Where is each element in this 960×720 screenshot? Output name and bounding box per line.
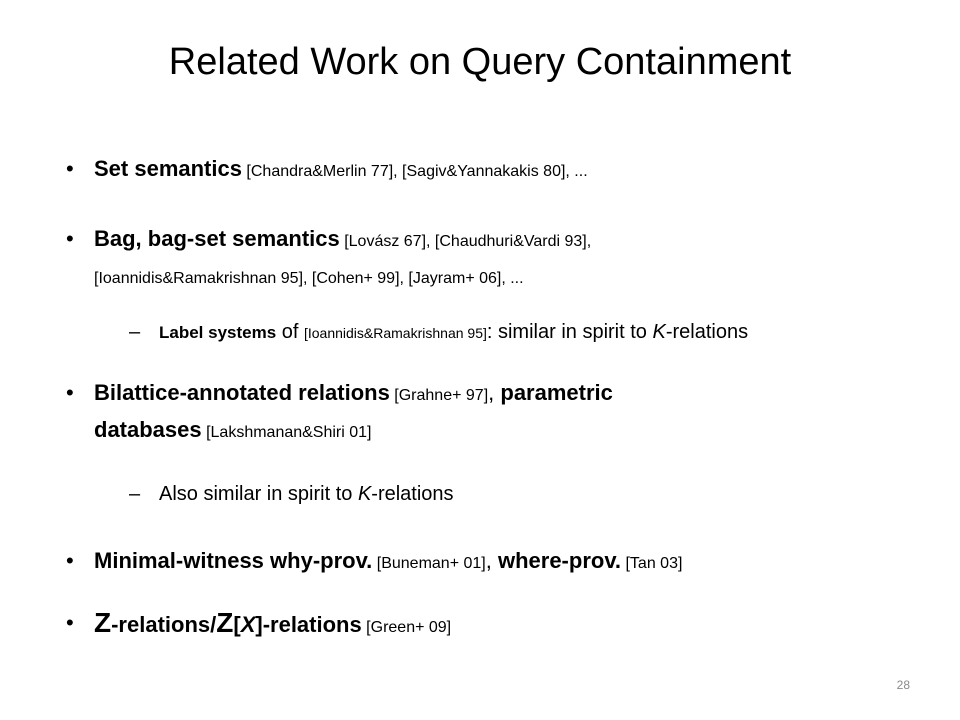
citation: [Grahne+ 97] [389,387,489,404]
connector-text: of [276,321,304,343]
bullet-dot: • [66,610,74,635]
k-symbol: K [357,483,372,505]
description-text: Also similar in spirit to [159,483,358,505]
bullet-dot: • [66,548,74,573]
z-symbol-2: Z [216,607,234,638]
bullet-heading: Bag, bag-set semantics [94,226,340,251]
citation-line2: [Ioannidis&Ramakrishnan 95], [Cohen+ 99]… [94,270,524,287]
bullet-bag-semantics: • Bag, bag-set semantics [Lovász 67], [C… [66,222,916,296]
description-text-end: -relations [371,483,454,505]
dash-glyph: – [129,321,141,343]
subbullet-heading: Label systems [159,323,277,342]
citation: [Buneman+ 01] [372,555,486,572]
subbullet-also-similar: – Also similar in spirit to K-relations [129,480,929,508]
citation: [Lakshmanan&Shiri 01] [201,424,372,441]
x-symbol: X [240,612,256,637]
citation: [Ioannidis&Ramakrishnan 95] [303,325,487,341]
z-symbol: Z [94,607,112,638]
bullet-heading-2: where-prov. [497,548,622,573]
bullet-heading: Minimal-witness why-prov. [94,548,373,573]
bullet-heading: Set semantics [94,156,242,181]
bullet-heading: -relations/ [111,612,217,637]
description-text-end: -relations [665,321,749,343]
page-number: 28 [896,678,910,692]
comma-text: , [488,380,501,405]
citation: [Chandra&Merlin 77], [Sagiv&Yannakakis 8… [241,163,588,180]
citation: [Green+ 09] [361,619,452,636]
bullet-minimal-witness: • Minimal-witness why-prov. [Buneman+ 01… [66,544,916,581]
bullet-heading: Bilattice-annotated relations [94,380,390,405]
subbullet-label-systems: – Label systems of [Ioannidis&Ramakrishn… [129,318,929,347]
bullet-set-semantics: • Set semantics [Chandra&Merlin 77], [Sa… [66,152,916,189]
description-text: : similar in spirit to [486,321,653,343]
slide-title: Related Work on Query Containment [168,41,792,83]
citation: [Lovász 67], [Chaudhuri&Vardi 93], [339,233,592,250]
bullet-heading-2-cont: databases [94,417,202,442]
bullet-dot: • [66,156,74,181]
dash-glyph: – [129,483,141,505]
comma-text: , [485,548,498,573]
bracket-open: [ [233,612,241,637]
citation: [Tan 03] [621,555,683,572]
bullet-z-relations: • Z-relations/Z[X]-relations [Green+ 09] [66,606,916,645]
bullet-dot: • [66,380,74,405]
bullet-heading-2: parametric [500,380,613,405]
bracket-close: ]-relations [255,612,362,637]
k-symbol: K [652,321,666,343]
bullet-bilattice: • Bilattice-annotated relations [Grahne+… [66,376,916,450]
bullet-dot: • [66,226,74,251]
